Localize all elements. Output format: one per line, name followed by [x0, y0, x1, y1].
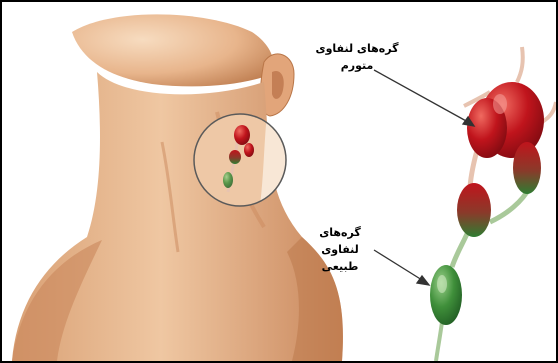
inset-mixed-node	[229, 150, 241, 164]
normal-label-line2: طبیعی	[300, 258, 380, 275]
normal-label-line1: گره‌های لنفاوی	[300, 224, 380, 258]
mixed-node	[457, 183, 491, 237]
swollen-label-line2: متورم	[302, 57, 412, 74]
inset-normal-node	[223, 172, 233, 188]
chin	[72, 14, 274, 86]
swollen-nodes-label: گره‌های لنفاوی متورم	[302, 40, 412, 74]
normal-nodes-label: گره‌های لنفاوی طبیعی	[300, 224, 380, 275]
lymph-node-chain	[430, 47, 556, 361]
magnified-neck-inset	[194, 114, 286, 206]
swollen-label-line1: گره‌های لنفاوی	[302, 40, 412, 57]
normal-pointer-arrow	[374, 250, 429, 285]
swollen-pointer-arrow	[374, 70, 474, 126]
normal-node	[430, 265, 462, 325]
swollen-node-side	[513, 142, 541, 194]
inset-swollen-node	[234, 125, 250, 145]
